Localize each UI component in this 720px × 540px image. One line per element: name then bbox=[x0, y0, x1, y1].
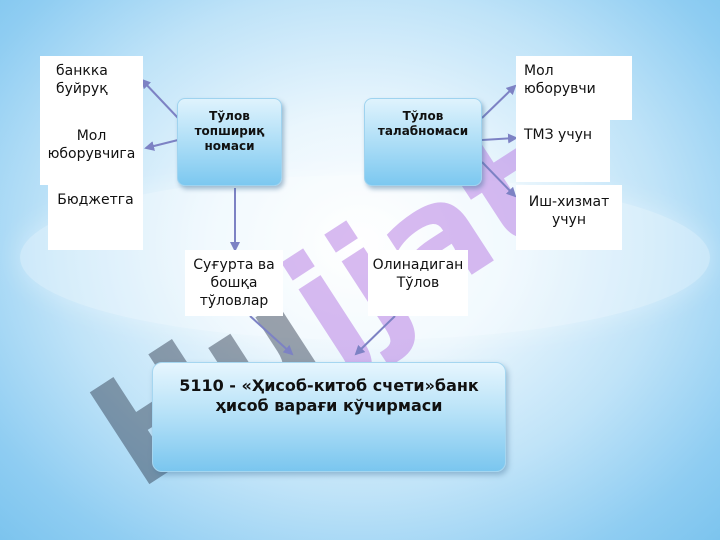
supplier-right-label: Мол юборувчи bbox=[524, 63, 596, 97]
arrow-to-supplier-left bbox=[144, 139, 179, 151]
received-label: Олинадиган Тўлов bbox=[372, 257, 464, 291]
bank-statement-label: 5110 - «Ҳисоб-китоб счети»банк ҳисоб вар… bbox=[179, 376, 479, 415]
services-box: Иш-хизмат учун bbox=[516, 185, 622, 250]
tmz-box: ТМЗ учун bbox=[516, 120, 610, 182]
payment-request-label: Тўлов талабномаси bbox=[377, 109, 469, 138]
budget-box: Бюджетга bbox=[48, 185, 143, 250]
budget-label: Бюджетга bbox=[57, 192, 134, 208]
services-label: Иш-хизмат учун bbox=[528, 194, 610, 228]
bank-order-box: банкка буйруқ bbox=[40, 56, 143, 123]
payment-request-node: Тўлов талабномаси bbox=[364, 98, 482, 186]
supplier-left-label: Мол юборувчига bbox=[47, 128, 136, 162]
received-box: Олинадиган Тўлов bbox=[368, 250, 468, 316]
insurance-box: Суғурта ва бошқа тўловлар bbox=[185, 250, 283, 316]
arrow-to-tmz bbox=[481, 133, 518, 144]
bank-statement-node: 5110 - «Ҳисоб-китоб счети»банк ҳисоб вар… bbox=[152, 362, 506, 472]
arrow-to-supplier-right bbox=[481, 84, 517, 119]
bank-order-label: банкка буйруқ bbox=[56, 63, 108, 97]
supplier-right-box: Мол юборувчи bbox=[516, 56, 632, 120]
arrow-to-bank-order bbox=[140, 78, 179, 119]
payment-order-node: Тўлов топшириқ номаси bbox=[177, 98, 282, 186]
supplier-left-box: Мол юборувчига bbox=[40, 123, 143, 185]
payment-order-label: Тўлов топшириқ номаси bbox=[194, 109, 265, 153]
tmz-label: ТМЗ учун bbox=[524, 127, 593, 143]
insurance-label: Суғурта ва бошқа тўловлар bbox=[193, 257, 275, 309]
